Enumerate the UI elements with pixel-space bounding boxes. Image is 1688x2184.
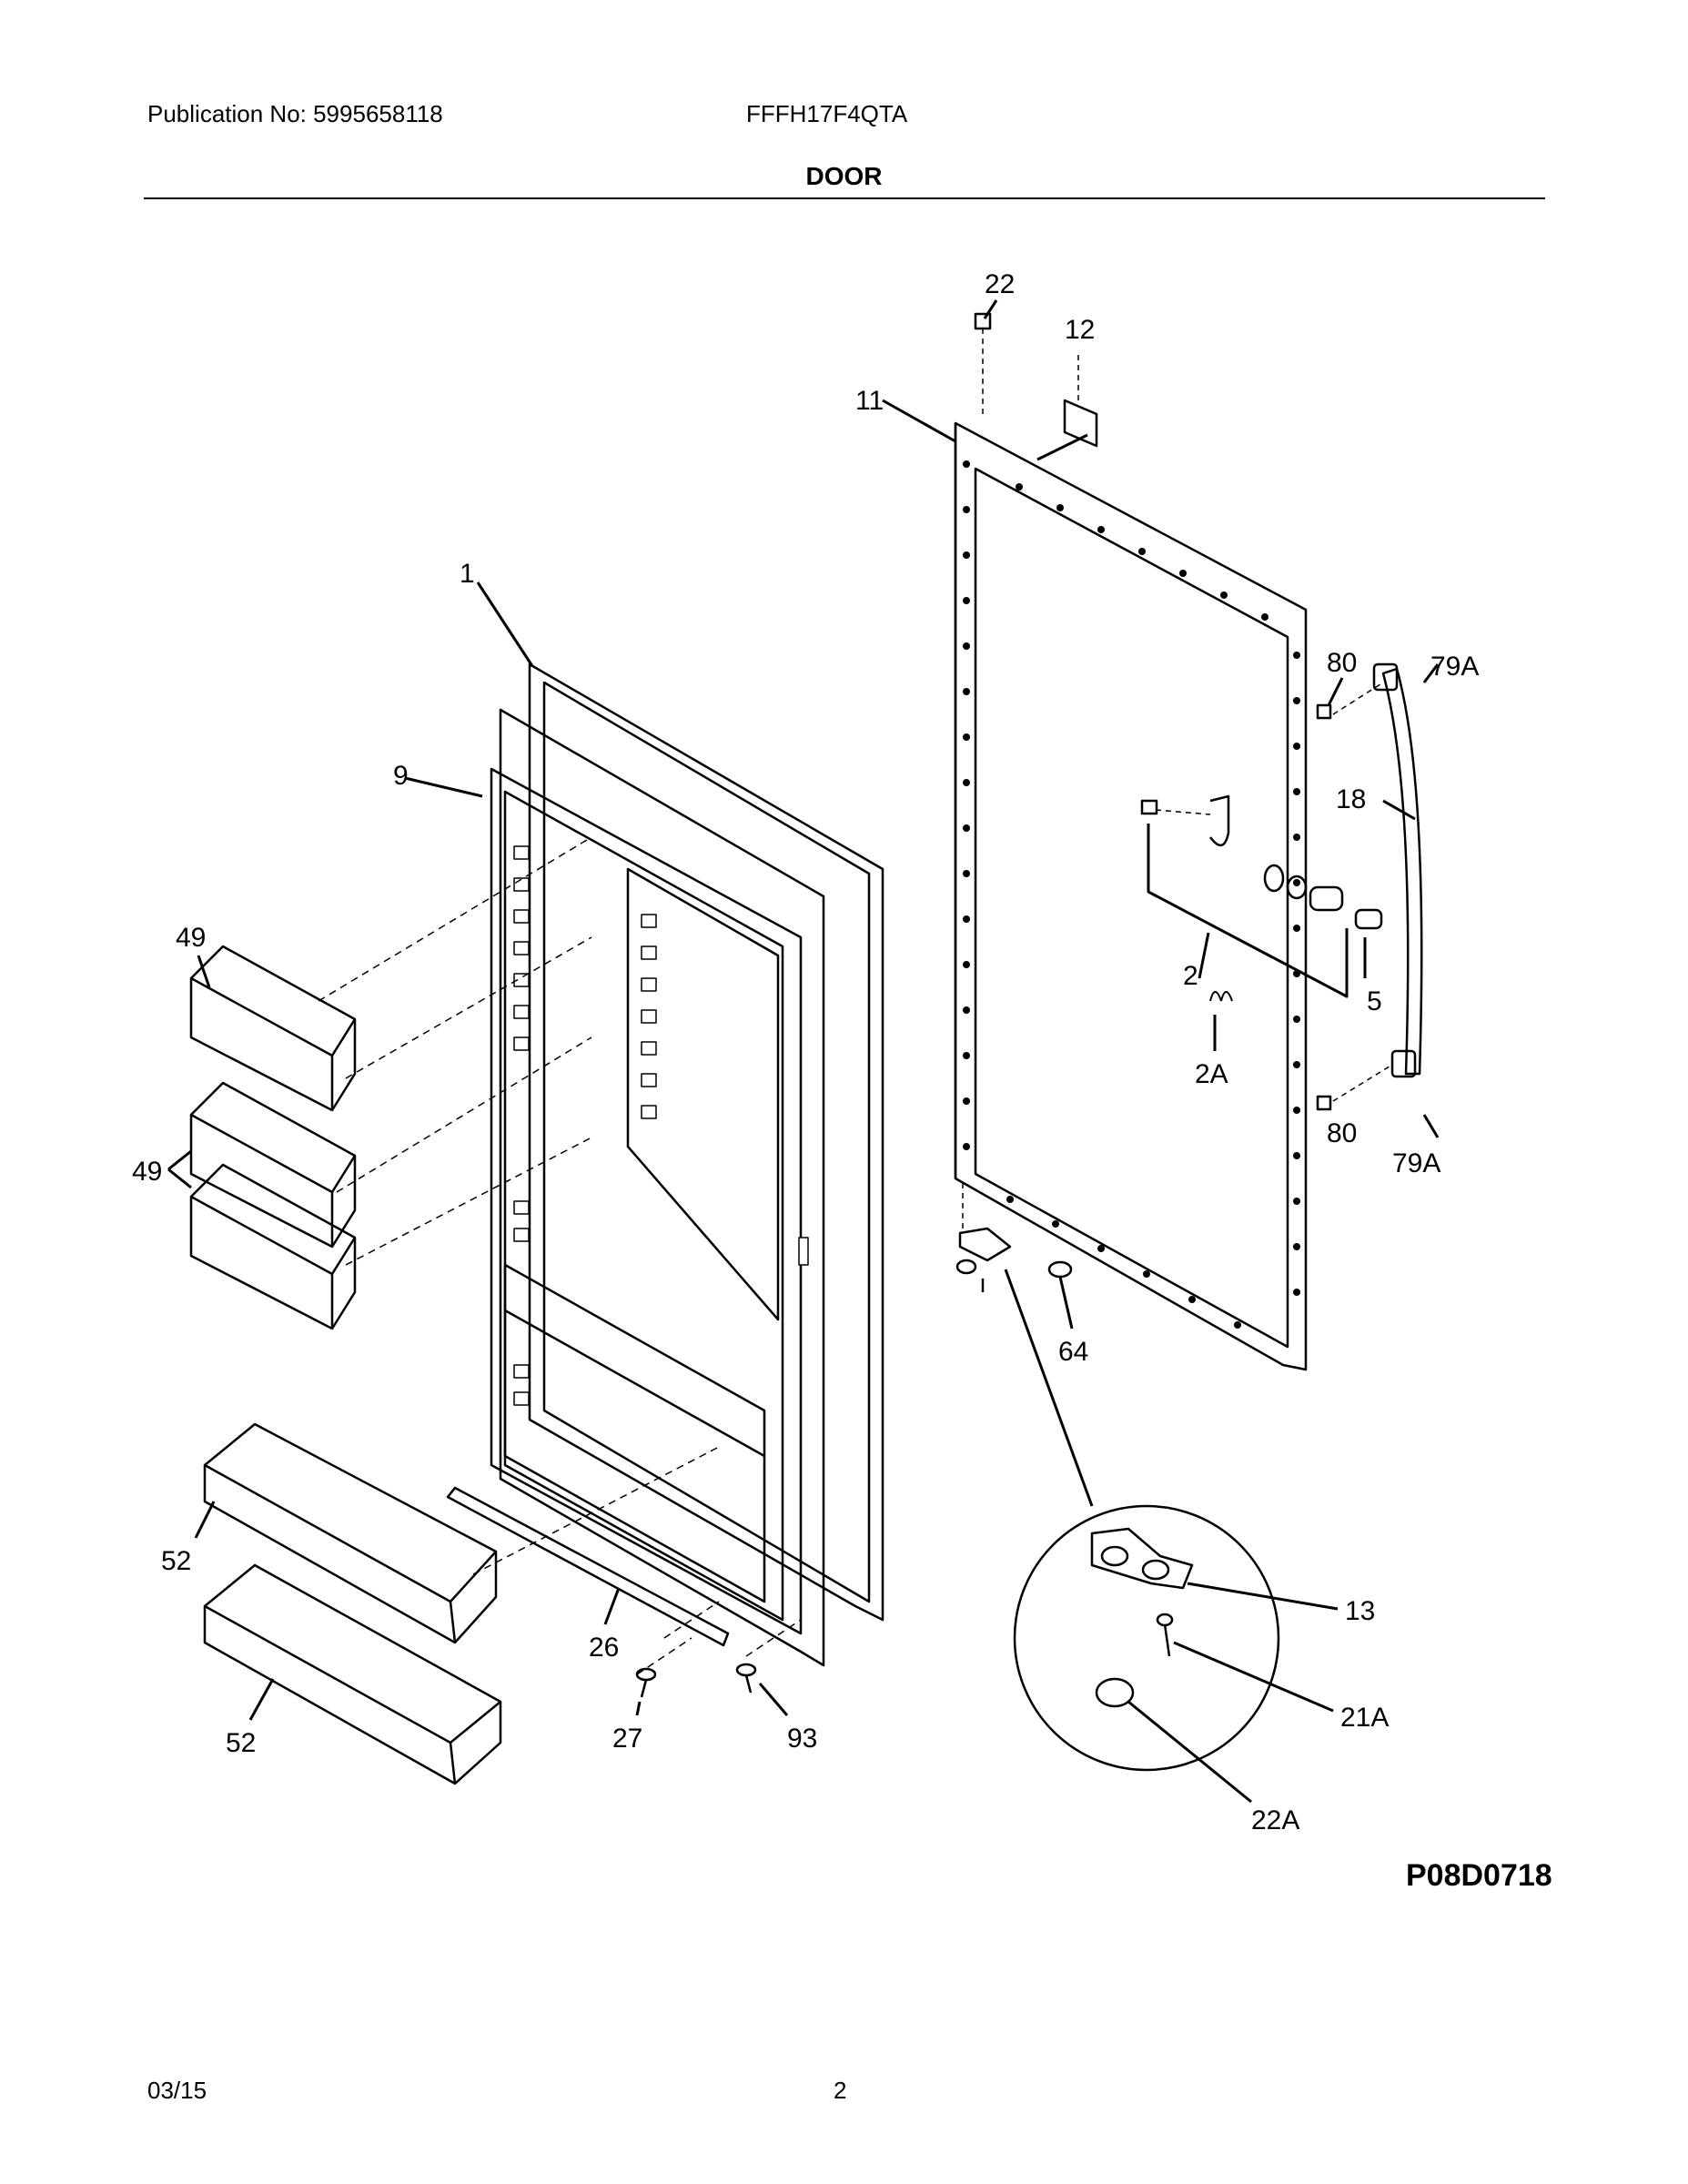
callout-9: 9 (393, 761, 409, 791)
trim-screw (635, 1667, 657, 1698)
figure-code: P08D0718 (1406, 1858, 1552, 1893)
callout-79A-bottom: 79A (1392, 1148, 1440, 1178)
plug-button (1047, 1260, 1073, 1279)
page-number: 2 (834, 2077, 847, 2104)
hinge-detail-circle (1013, 1504, 1280, 1772)
callout-80-top: 80 (1327, 648, 1357, 678)
callout-22: 22 (985, 269, 1015, 299)
door-shelf-lower (203, 1563, 502, 1785)
callout-49-top: 49 (176, 923, 206, 953)
door-handle (1332, 662, 1423, 1102)
callout-93: 93 (787, 1724, 817, 1754)
top-hinge-screw (974, 299, 998, 419)
header-rule (144, 197, 1545, 199)
door-bin-lower (189, 1163, 357, 1330)
callout-27: 27 (612, 1724, 642, 1754)
callout-13: 13 (1345, 1596, 1375, 1626)
model-number: FFFH17F4QTA (746, 100, 908, 127)
footer-date: 03/15 (147, 2077, 207, 2104)
label-sticker (1063, 399, 1098, 448)
callout-2A: 2A (1195, 1059, 1228, 1089)
callout-11: 11 (855, 386, 884, 416)
callout-21A: 21A (1340, 1703, 1389, 1733)
callout-12: 12 (1065, 315, 1095, 345)
callout-79A-top: 79A (1430, 652, 1479, 682)
callout-52-bottom: 52 (226, 1728, 256, 1758)
outer-door-panel (954, 421, 1308, 1371)
callout-80-bottom: 80 (1327, 1118, 1357, 1148)
handle-screw-top (1316, 703, 1332, 720)
door-gasket (528, 662, 884, 1622)
callout-18: 18 (1336, 784, 1366, 814)
liner-screw (735, 1663, 757, 1694)
callout-5: 5 (1367, 986, 1382, 1016)
bottom-trim-strip (446, 1486, 730, 1647)
section-title: DOOR (805, 162, 883, 190)
callout-52-top: 52 (161, 1546, 191, 1576)
callout-1: 1 (460, 559, 475, 589)
callout-22A: 22A (1251, 1805, 1299, 1835)
door-bin-middle (189, 1081, 357, 1249)
callout-49-middle: 49 (132, 1157, 162, 1187)
callout-26: 26 (589, 1633, 619, 1663)
callout-64: 64 (1058, 1337, 1088, 1367)
lock-assembly (1140, 794, 1383, 1002)
bottom-hinge-bracket (955, 1183, 1012, 1292)
publication-number: Publication No: 5995658118 (147, 100, 443, 127)
handle-screw-bottom (1316, 1095, 1332, 1111)
callout-2: 2 (1183, 961, 1198, 991)
door-shelf-upper (203, 1422, 498, 1644)
door-bin-upper (189, 945, 357, 1112)
inner-door-liner (490, 708, 825, 1667)
